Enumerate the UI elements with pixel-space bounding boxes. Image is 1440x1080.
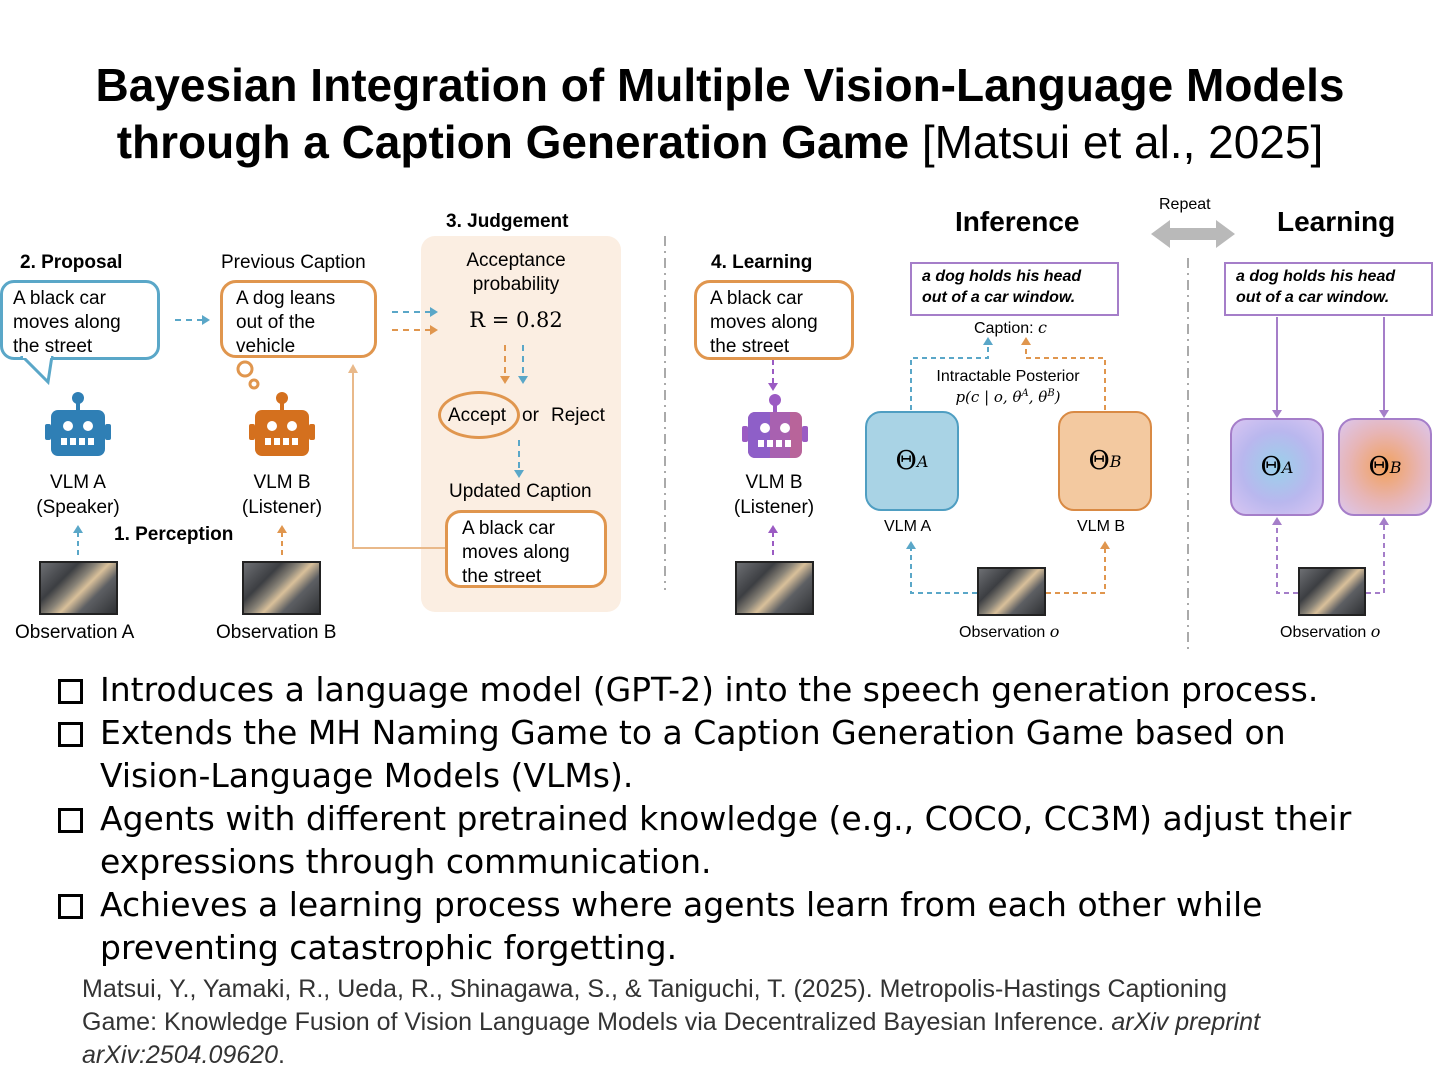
reference-text: Matsui, Y., Yamaki, R., Ueda, R., Shinag… <box>82 975 1227 1036</box>
inference-observation-photo <box>977 567 1046 616</box>
bullet-text: Achieves a learning process where agents… <box>100 885 1262 967</box>
caption-label-text: Caption: <box>974 320 1034 337</box>
learning-observation-label: Observation o <box>1280 622 1380 642</box>
learning-theta-b-sup: B <box>1390 458 1402 477</box>
checkbox-bullet-icon <box>58 679 83 704</box>
bullet-item: Achieves a learning process where agents… <box>58 883 1378 969</box>
inference-title: Inference <box>955 206 1080 238</box>
learning-theta-a-sup: A <box>1282 458 1294 477</box>
bullet-item: Extends the MH Naming Game to a Caption … <box>58 711 1378 797</box>
reference: Matsui, Y., Yamaki, R., Ueda, R., Shinag… <box>82 973 1282 1072</box>
inference-observation-label: Observation o <box>959 622 1059 642</box>
learning-observation-photo <box>1298 567 1366 616</box>
inference-caption-box: a dog holds his head out of a car window… <box>910 262 1119 316</box>
bullet-text: Agents with different pretrained knowled… <box>100 799 1351 881</box>
bullet-text: Introduces a language model (GPT-2) into… <box>100 670 1318 709</box>
bullet-list: Introduces a language model (GPT-2) into… <box>58 668 1378 969</box>
learning-observation-var: o <box>1371 622 1381 641</box>
right-diagram-connectors <box>0 0 1440 680</box>
learning-observation-text: Observation <box>1280 624 1366 641</box>
posterior-label: Intractable Posterior <box>918 368 1098 386</box>
theta-a-symbol: Θ <box>896 446 917 476</box>
caption-variable-label: Caption: c <box>974 318 1047 338</box>
posterior-formula: p(c | o, θA, θB) <box>918 388 1098 406</box>
learning-theta-b-symbol: Θ <box>1368 452 1389 482</box>
theta-b-symbol: Θ <box>1088 446 1109 476</box>
learning-theta-a-symbol: Θ <box>1261 452 1282 482</box>
bullet-text: Extends the MH Naming Game to a Caption … <box>100 713 1286 795</box>
caption-var: c <box>1038 318 1047 337</box>
checkbox-bullet-icon <box>58 894 83 919</box>
inference-caption-text: a dog holds his head out of a car window… <box>922 268 1081 306</box>
theta-b-sup: B <box>1110 452 1122 471</box>
reference-end: . <box>278 1041 285 1069</box>
theta-a-sup: A <box>917 452 929 471</box>
bullet-item: Introduces a language model (GPT-2) into… <box>58 668 1378 711</box>
inference-observation-var: o <box>1050 622 1060 641</box>
checkbox-bullet-icon <box>58 722 83 747</box>
learning-caption-box-text: a dog holds his head out of a car window… <box>1236 268 1395 306</box>
learning-title: Learning <box>1277 206 1395 238</box>
checkbox-bullet-icon <box>58 808 83 833</box>
inference-observation-text: Observation <box>959 624 1045 641</box>
learning-caption-box: a dog holds his head out of a car window… <box>1224 262 1433 316</box>
bullet-item: Agents with different pretrained knowled… <box>58 797 1378 883</box>
posterior-formula-text: p(c | o, θ <box>955 388 1021 406</box>
inference-vlm-a-label: VLM A <box>884 518 931 536</box>
inference-vlm-b-label: VLM B <box>1077 518 1125 536</box>
repeat-label: Repeat <box>1159 196 1211 214</box>
